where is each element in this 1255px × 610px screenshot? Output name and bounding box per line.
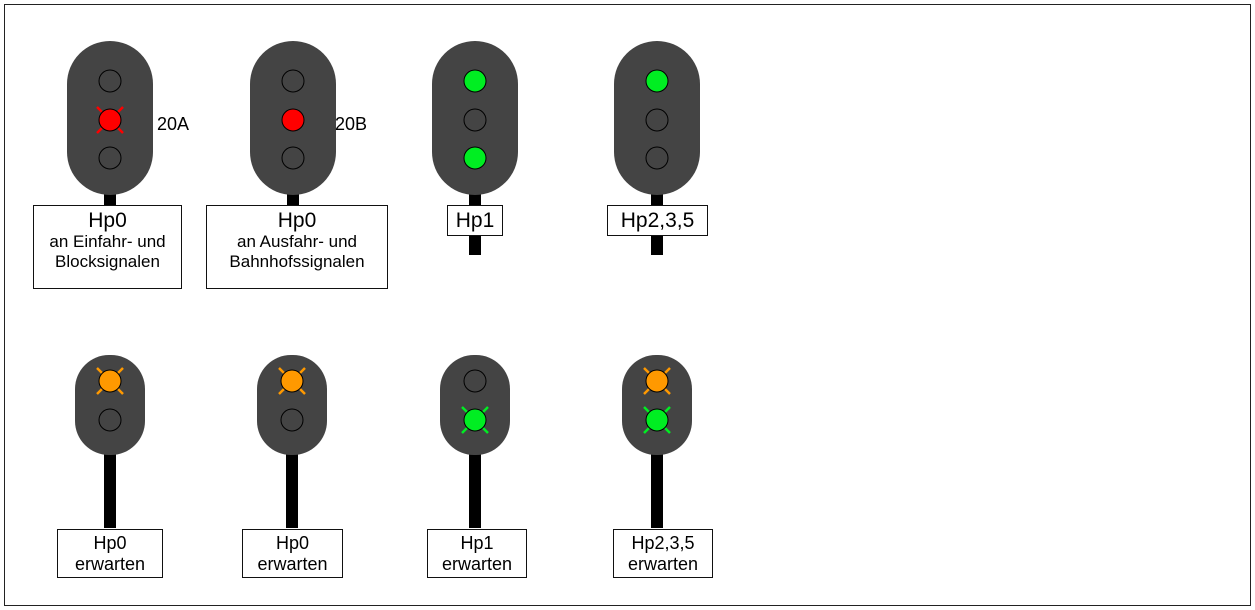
distant-signal <box>257 355 327 528</box>
label-line-2: erwarten <box>257 554 328 574</box>
signal-lamp <box>98 146 122 170</box>
label-line-1: an Ausfahr- und <box>236 232 358 251</box>
distant-signal <box>440 355 510 528</box>
main-signal <box>432 41 518 255</box>
signal-number-20a: 20A <box>157 114 190 134</box>
label-line-2: Blocksignalen <box>55 252 160 271</box>
signal-lamp <box>281 69 305 93</box>
signal-lamp <box>98 108 122 132</box>
main-signal <box>614 41 700 255</box>
label-line-1: Hp1 <box>460 533 494 553</box>
label-line-1: Hp0 <box>275 533 310 553</box>
label-line-1: an Einfahr- und <box>49 232 166 251</box>
distant-signal <box>75 355 145 528</box>
signal-post <box>286 445 298 528</box>
label-title: Hp1 <box>455 209 495 232</box>
main-signal-label-2: Hp0 an Ausfahr- und Bahnhofssignalen <box>206 205 388 289</box>
label-line-1: Hp2,3,5 <box>631 533 695 553</box>
main-signal-label-1: Hp0 an Einfahr- und Blocksignalen <box>33 205 182 289</box>
signal-lamp <box>281 146 305 170</box>
label-line-2: erwarten <box>74 554 146 574</box>
signal-lamp <box>463 408 487 432</box>
main-signal-label-4: Hp2,3,5 <box>607 205 708 236</box>
signal-lamp <box>280 408 304 432</box>
signal-lamp <box>463 69 487 93</box>
main-signal-label-3: Hp1 <box>447 205 503 236</box>
signal-lamp <box>98 369 122 393</box>
signal-lamp <box>645 369 669 393</box>
signal-lamp <box>645 69 669 93</box>
main-signal <box>67 41 153 255</box>
label-title: Hp2,3,5 <box>620 209 695 232</box>
distant-signal-label-3: Hp1 erwarten <box>427 529 527 578</box>
signal-body <box>440 355 510 455</box>
distant-signal-label-2: Hp0 erwarten <box>242 529 343 578</box>
signal-post <box>104 445 116 528</box>
label-line-2: erwarten <box>627 554 699 574</box>
distant-signal <box>622 355 692 528</box>
signal-body <box>75 355 145 455</box>
signal-lamp <box>645 146 669 170</box>
label-line-1: Hp0 <box>93 533 127 553</box>
distant-signal-label-1: Hp0 erwarten <box>57 529 163 578</box>
signal-lamp <box>645 408 669 432</box>
distant-signal-label-4: Hp2,3,5 erwarten <box>613 529 713 578</box>
signal-body <box>622 355 692 455</box>
signal-lamp <box>463 146 487 170</box>
signal-post <box>651 445 663 528</box>
label-title: Hp0 <box>277 209 317 232</box>
signal-lamp <box>463 369 487 393</box>
signal-number-20b: 20B <box>335 114 368 134</box>
signal-post <box>469 445 481 528</box>
signal-lamp <box>281 108 305 132</box>
signal-lamp <box>463 108 487 132</box>
signal-lamp <box>280 369 304 393</box>
signal-lamp <box>98 69 122 93</box>
label-title: Hp0 <box>88 209 127 232</box>
label-line-2: Bahnhofssignalen <box>229 252 365 271</box>
signal-body <box>257 355 327 455</box>
label-line-2: erwarten <box>441 554 513 574</box>
signal-lamp <box>98 408 122 432</box>
signal-lamp <box>645 108 669 132</box>
